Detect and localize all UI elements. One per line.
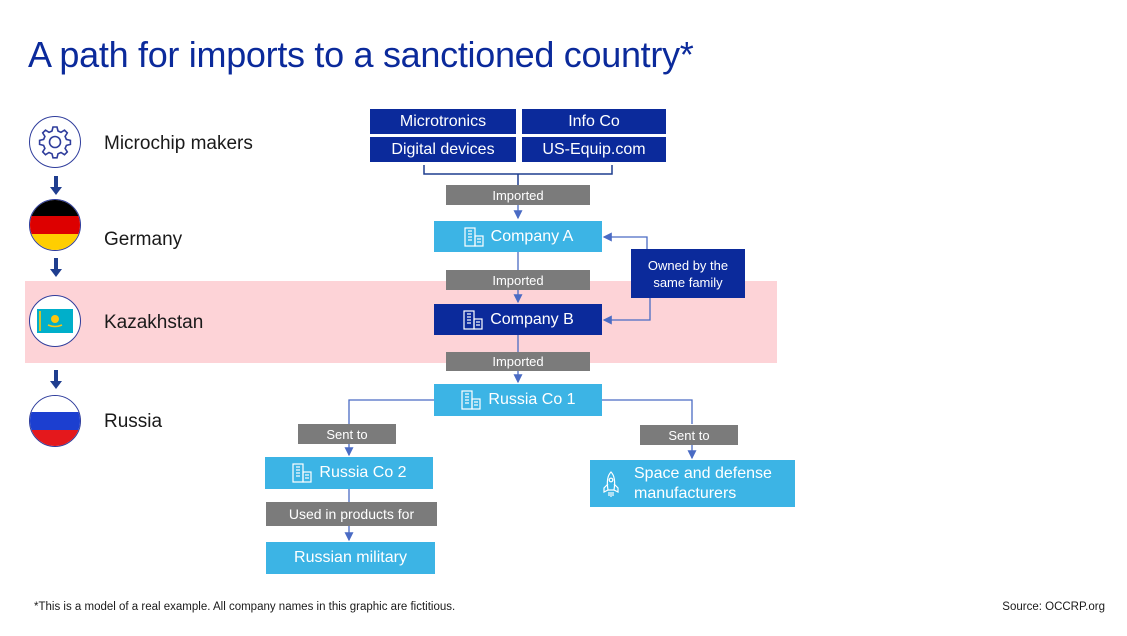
footnote: *This is a model of a real example. All …	[34, 601, 456, 613]
page-title: A path for imports to a sanctioned count…	[28, 34, 694, 75]
down-arrow-icon	[50, 258, 62, 277]
stage-label-kazakhstan: Kazakhstan	[104, 312, 204, 333]
node-label: Company B	[490, 310, 574, 328]
node-company-a: Company A	[434, 221, 602, 252]
gear-icon	[29, 116, 81, 168]
node-label: Company A	[490, 227, 574, 245]
node-russian-military: Russian military	[266, 542, 435, 574]
node-russia-co-2: Russia Co 2	[265, 457, 433, 489]
edge-label-sent-to: Sent to	[298, 424, 396, 444]
building-icon	[460, 389, 482, 411]
building-icon	[291, 462, 313, 484]
edge-label-used-in-products: Used in products for	[266, 502, 437, 526]
maker-us-equip: US-Equip.com	[522, 137, 666, 162]
node-label: Russia Co 1	[488, 391, 576, 408]
germany-flag-icon	[29, 199, 81, 251]
source-credit: Source: OCCRP.org	[1002, 601, 1105, 613]
node-company-b: Company B	[434, 304, 602, 335]
russia-flag-icon	[29, 395, 81, 447]
edge-owned-to-company-a	[602, 232, 648, 249]
stage-label-microchip-makers: Microchip makers	[104, 133, 253, 154]
owned-by-family-note: Owned by the same family	[631, 249, 745, 298]
maker-info-co: Info Co	[522, 109, 666, 134]
building-icon	[462, 309, 484, 331]
stage-label-germany: Germany	[104, 229, 183, 250]
node-label: Russia Co 2	[319, 464, 407, 481]
down-arrow-icon	[50, 176, 62, 195]
edge-label-imported: Imported	[446, 185, 590, 205]
edge-label-imported: Imported	[446, 270, 590, 290]
node-space-defense: Space and defense manufacturers	[590, 460, 795, 507]
maker-digital-devices: Digital devices	[370, 137, 516, 162]
edge-label-imported: Imported	[446, 352, 590, 371]
building-icon	[463, 226, 485, 248]
node-label: Space and defense manufacturers	[634, 464, 772, 502]
makers-bracket	[423, 165, 613, 175]
stage-label-russia: Russia	[104, 411, 163, 432]
kazakhstan-flag-icon	[29, 295, 81, 347]
node-russia-co-1: Russia Co 1	[434, 384, 602, 416]
rocket-icon	[598, 470, 624, 498]
edge-label-sent-to: Sent to	[640, 425, 738, 445]
down-arrow-icon	[50, 370, 62, 389]
maker-microtronics: Microtronics	[370, 109, 516, 134]
